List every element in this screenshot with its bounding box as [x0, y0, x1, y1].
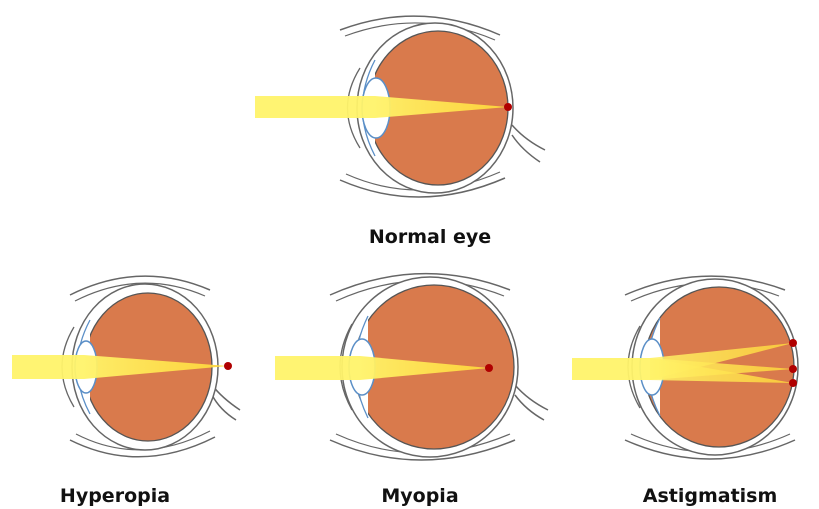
light-beam — [255, 96, 375, 118]
myopia-eye — [275, 274, 548, 460]
focal-point-dot-icon — [789, 379, 797, 387]
normal-eye — [255, 16, 545, 197]
light-beam — [572, 358, 650, 380]
caption-hyperopia: Hyperopia — [20, 485, 210, 507]
caption-normal-eye: Normal eye — [330, 226, 530, 248]
light-beam — [12, 355, 84, 379]
focal-point-dot-icon — [789, 339, 797, 347]
focal-point-dot-icon — [789, 365, 797, 373]
caption-myopia: Myopia — [320, 485, 520, 507]
focal-point-dot-icon — [504, 103, 512, 111]
hyperopia-eye — [12, 276, 240, 457]
astigmatism-eye — [572, 276, 798, 459]
light-beam — [275, 356, 360, 380]
focal-point-dot-icon — [485, 364, 493, 372]
caption-astigmatism: Astigmatism — [600, 485, 819, 507]
focal-point-dot-icon — [224, 362, 232, 370]
